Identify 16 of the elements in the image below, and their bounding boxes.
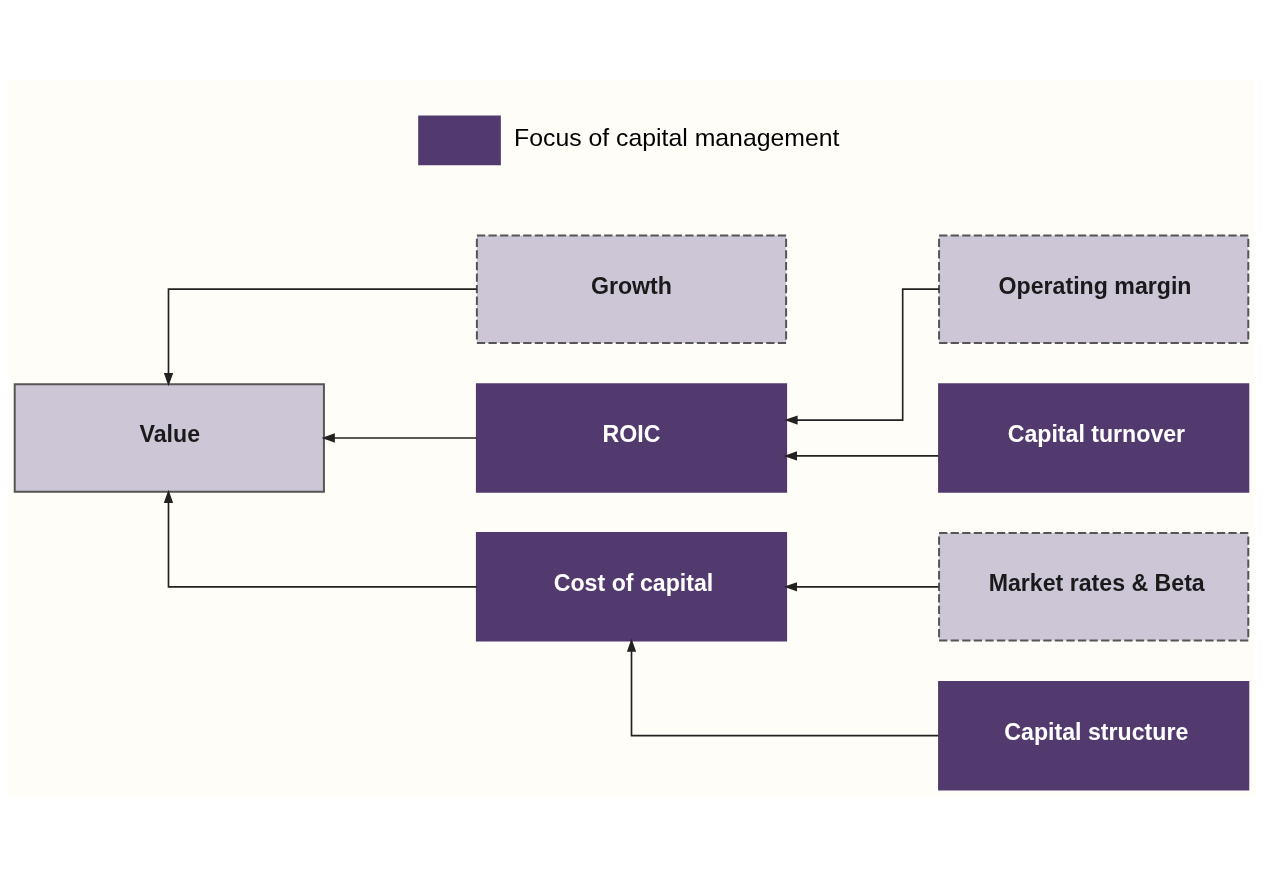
- node-box: Capital structure: [938, 680, 1250, 790]
- arrow: [321, 432, 478, 443]
- node-box: Capital turnover: [938, 382, 1250, 493]
- node-box: Operating margin: [938, 233, 1250, 344]
- node-box: ROIC: [475, 382, 788, 493]
- arrow: [163, 287, 478, 386]
- node-box: Growth: [475, 233, 788, 344]
- node-box: Value: [13, 382, 325, 493]
- arrow: [163, 489, 478, 588]
- node-box: Cost of capital: [475, 531, 788, 642]
- arrow: [783, 450, 940, 461]
- arrow: [783, 581, 940, 591]
- node-box: Market rates & Beta: [938, 531, 1250, 642]
- legend-label: Focus of capital management: [514, 123, 840, 151]
- arrow: [626, 638, 940, 736]
- arrow: [784, 287, 940, 425]
